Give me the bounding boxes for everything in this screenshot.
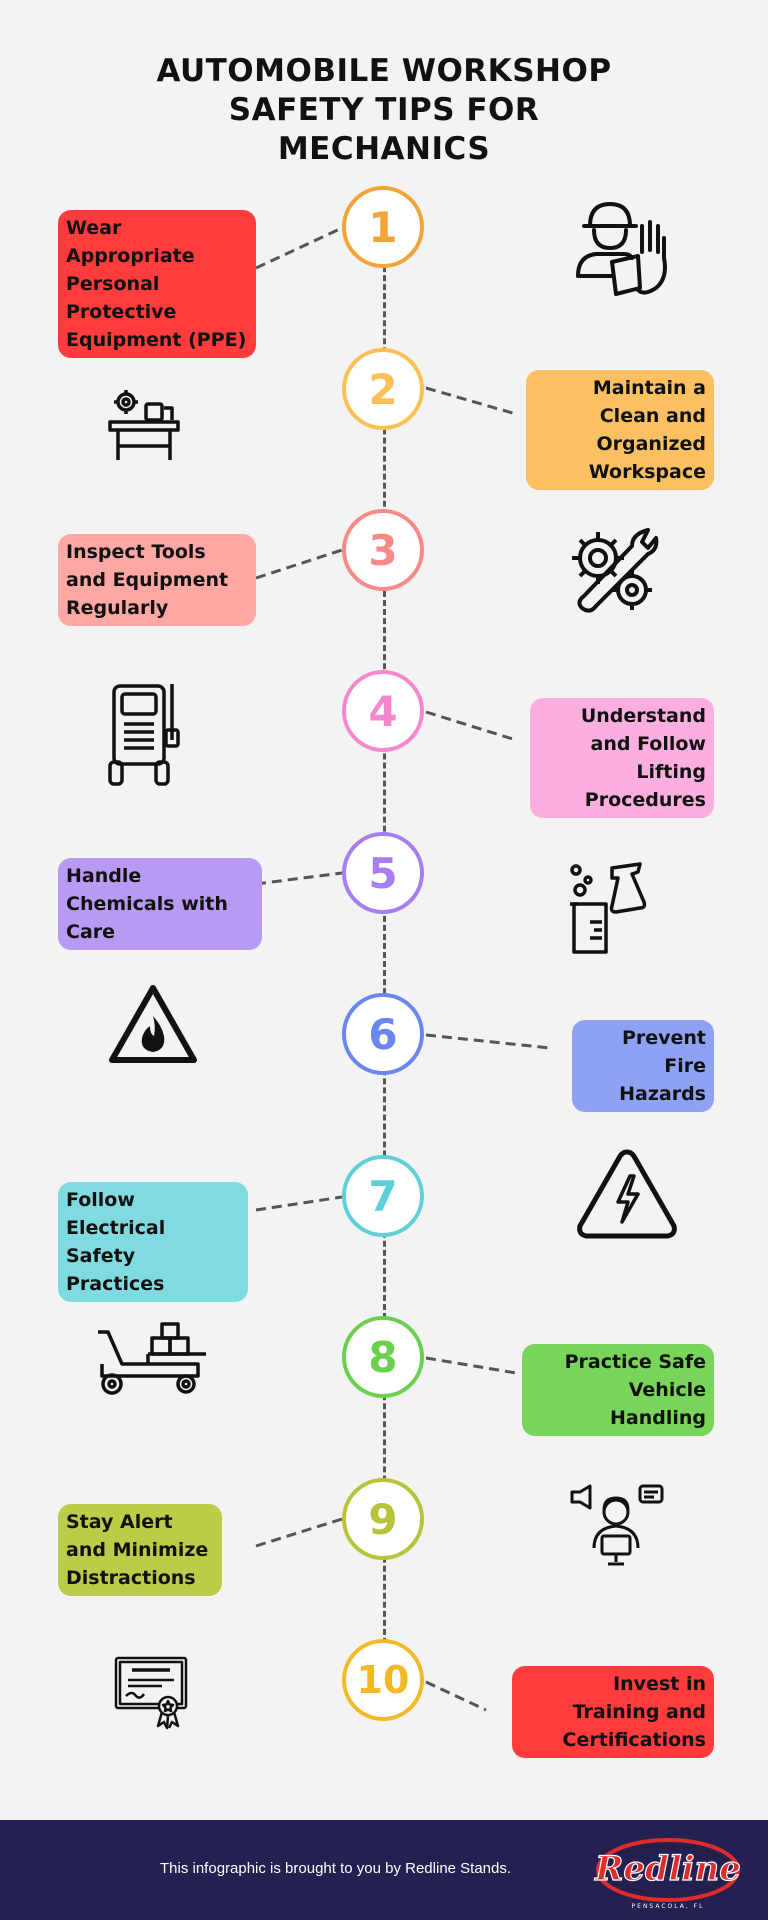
step-circle-2: 2 (342, 348, 424, 430)
step-label-1: Wear Appropriate Personal Protective Equ… (58, 210, 256, 358)
footer: This infographic is brought to you by Re… (0, 1820, 768, 1920)
electrical-warning-icon (577, 1149, 677, 1239)
step-number: 1 (368, 202, 398, 252)
step-number: 9 (368, 1494, 398, 1544)
step-number: 5 (368, 848, 398, 898)
step-circle-8: 8 (342, 1316, 424, 1398)
step-circle-9: 9 (342, 1478, 424, 1560)
step-number: 3 (368, 525, 398, 575)
title-line-1: AUTOMOBILE WORKSHOP (156, 53, 612, 89)
step-label-9: Stay Alert and Minimize Distractions (58, 1504, 222, 1596)
logo-subtext: PENSACOLA, FL (632, 1903, 705, 1910)
step-circle-3: 3 (342, 509, 424, 591)
footer-credit: This infographic is brought to you by Re… (160, 1860, 512, 1877)
step-label-7: Follow Electrical Safety Practices (58, 1182, 248, 1302)
step-circle-10: 10 (342, 1639, 424, 1721)
fire-warning-icon (109, 985, 197, 1063)
forklift-icon (98, 1322, 206, 1395)
step-circle-5: 5 (342, 832, 424, 914)
step-number: 7 (368, 1171, 398, 1221)
lift-machine-icon (108, 684, 180, 786)
step-label-3: Inspect Tools and Equipment Regularly (58, 534, 256, 626)
worker-ppe-icon (576, 202, 667, 296)
step-label-2: Maintain a Clean and Organized Workspace (526, 370, 714, 490)
step-circle-1: 1 (342, 186, 424, 268)
step-label-10: Invest in Training and Certifications (512, 1666, 714, 1758)
step-label-5: Handle Chemicals with Care (58, 858, 262, 950)
alert-person-icon (570, 1484, 664, 1566)
step-label-6: Prevent Fire Hazards (572, 1020, 714, 1112)
step-number: 6 (368, 1009, 398, 1059)
gear-wrench-icon (572, 528, 659, 613)
logo-text: Redline (594, 1849, 741, 1889)
connectors (255, 226, 551, 1712)
step-label-8: Practice Safe Vehicle Handling (522, 1344, 714, 1436)
timeline-spine (383, 230, 386, 1680)
title-line-2: SAFETY TIPS FOR (228, 92, 540, 128)
step-number: 2 (368, 364, 398, 414)
page-title: AUTOMOBILE WORKSHOP SAFETY TIPS FOR MECH… (0, 52, 768, 169)
certificate-icon (114, 1656, 188, 1730)
workbench-icon (108, 390, 180, 460)
title-line-3: MECHANICS (277, 131, 491, 167)
step-circle-4: 4 (342, 670, 424, 752)
step-number: 4 (368, 686, 398, 736)
step-label-4: Understand and Follow Lifting Procedures (530, 698, 714, 818)
step-number: 10 (356, 1658, 410, 1702)
step-circle-7: 7 (342, 1155, 424, 1237)
step-number: 8 (368, 1332, 398, 1382)
chemical-flask-icon (570, 862, 647, 954)
redline-logo[interactable]: Redline PENSACOLA, FL (590, 1828, 760, 1914)
step-circle-6: 6 (342, 993, 424, 1075)
